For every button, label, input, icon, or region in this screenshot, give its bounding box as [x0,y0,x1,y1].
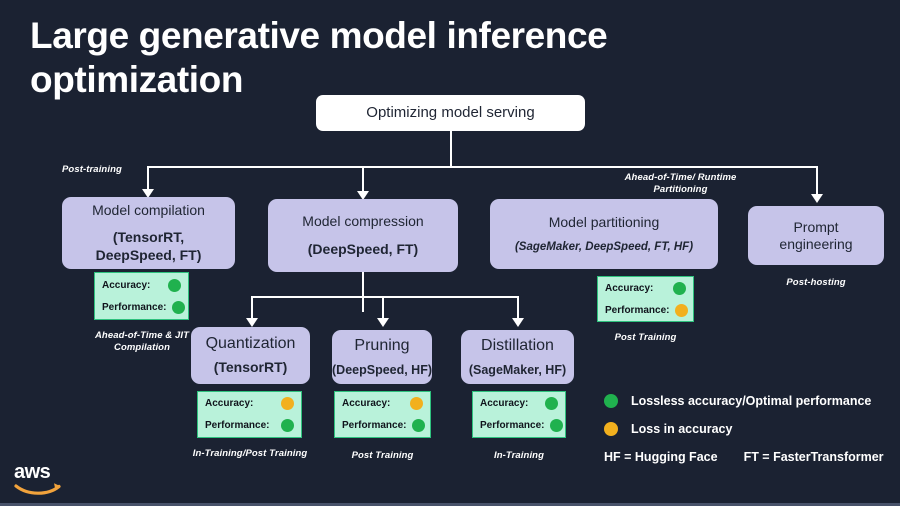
arrow-compression [357,191,369,200]
metric-performance-label: Performance: [480,420,545,431]
metrics-model-partitioning: Accuracy: Performance: [597,276,694,322]
node-model-partitioning[interactable]: Model partitioning (SageMaker, DeepSpeed… [490,199,718,269]
metric-accuracy: Accuracy: [102,278,181,292]
node-pruning[interactable]: Pruning (DeepSpeed, HF) [332,330,432,384]
arrow-distillation [512,318,524,327]
status-dot-green [673,281,686,295]
node-subtitle: (DeepSpeed, FT) [307,240,419,257]
abbr-ft: FT = FasterTransformer [743,450,884,464]
legend-dot-green [604,394,618,408]
metric-performance-label: Performance: [102,301,167,313]
legend-item-loss: Loss in accuracy [604,422,894,436]
metric-performance-label: Performance: [342,420,407,431]
connector-root-stem [450,131,452,167]
node-title: Prompt engineering [779,218,853,252]
connector-level2-bus [251,296,517,298]
node-title: Model partitioning [548,213,660,230]
metrics-distillation: Accuracy: Performance: [472,391,566,438]
metric-accuracy-label: Accuracy: [605,282,654,294]
metrics-quantization: Accuracy: Performance: [197,391,302,438]
node-subtitle: (SageMaker, DeepSpeed, FT, HF) [514,240,694,253]
status-dot-green [168,278,181,292]
node-subtitle: (TensorRT, DeepSpeed, FT) [95,229,202,263]
status-dot-yellow [410,397,423,410]
legend-dot-yellow [604,422,618,436]
connector-level1-bus [147,166,817,168]
node-title: Quantization [205,335,296,353]
arrow-pruning [377,318,389,327]
abbr-hf: HF = Hugging Face [604,450,718,464]
node-title: Model compression [302,212,424,229]
bottom-accent-bar [0,503,900,506]
metric-accuracy: Accuracy: [205,397,294,410]
status-dot-green [545,397,558,410]
metric-performance: Performance: [102,300,186,314]
caption-quantization: In-Training/Post Training [192,448,308,459]
caption-prompt-engineering: Post-hosting [786,277,846,288]
metric-performance-label: Performance: [205,420,270,431]
node-distillation[interactable]: Distillation (SageMaker, HF) [461,330,574,384]
caption-model-compilation: Ahead-of-Time & JIT Compilation [94,330,190,354]
status-dot-green [412,419,426,432]
status-dot-green [281,419,294,432]
arrow-prompt [811,194,823,203]
node-title: Optimizing model serving [366,104,535,121]
metric-performance: Performance: [605,303,689,317]
node-subtitle: (SageMaker, HF) [468,362,567,377]
metric-accuracy-label: Accuracy: [102,279,151,291]
status-dot-green [550,419,564,432]
connector-drop-compilation [147,166,149,191]
aws-logo: aws [14,461,70,495]
metric-accuracy: Accuracy: [342,397,423,410]
node-title: Distillation [481,336,554,354]
legend-label: Lossless accuracy/Optimal performance [631,394,872,408]
node-subtitle: (TensorRT) [213,359,288,376]
node-model-compression[interactable]: Model compression (DeepSpeed, FT) [268,199,458,272]
connector-drop-pruning [382,296,384,320]
node-subtitle: (DeepSpeed, HF) [332,362,433,377]
metrics-pruning: Accuracy: Performance: [334,391,431,438]
caption-aot-runtime-partitioning: Ahead-of-Time/ Runtime Partitioning [624,172,737,196]
metric-performance-label: Performance: [605,304,670,316]
metric-performance: Performance: [205,419,294,432]
aws-smile-icon [14,483,61,495]
legend-label: Loss in accuracy [631,422,733,436]
node-optimizing-model-serving[interactable]: Optimizing model serving [316,95,585,131]
node-prompt-engineering[interactable]: Prompt engineering [748,206,884,265]
metric-accuracy-label: Accuracy: [342,398,391,409]
node-model-compilation[interactable]: Model compilation (TensorRT, DeepSpeed, … [62,197,235,269]
status-dot-green [172,300,186,314]
aws-wordmark: aws [14,461,51,483]
connector-drop-quantization [251,296,253,320]
caption-pruning: Post Training [351,450,414,461]
metric-performance: Performance: [480,419,564,432]
connector-drop-compression [362,166,364,193]
metric-accuracy: Accuracy: [605,281,686,295]
metric-accuracy-label: Accuracy: [480,398,529,409]
metric-performance: Performance: [342,419,426,432]
status-dot-yellow [675,303,689,317]
status-dot-yellow [281,397,294,410]
arrow-compilation [142,189,154,198]
caption-post-training: Post-training [62,164,122,175]
connector-compression-stem [362,272,364,312]
node-title: Pruning [354,336,410,354]
caption-distillation: In-Training [493,450,544,461]
caption-model-partitioning: Post Training [614,332,677,343]
metric-accuracy-label: Accuracy: [205,398,254,409]
metric-accuracy: Accuracy: [480,397,558,410]
legend-abbreviations: HF = Hugging Face FT = FasterTransformer [604,450,894,464]
legend-item-lossless: Lossless accuracy/Optimal performance [604,394,894,408]
connector-drop-distillation [517,296,519,320]
metrics-model-compilation: Accuracy: Performance: [94,272,189,320]
arrow-quantization [246,318,258,327]
node-quantization[interactable]: Quantization (TensorRT) [191,327,310,384]
connector-drop-prompt [816,166,818,196]
page-title: Large generative model inference optimiz… [30,15,608,100]
legend: Lossless accuracy/Optimal performance Lo… [604,394,894,464]
node-title: Model compilation [92,201,205,218]
